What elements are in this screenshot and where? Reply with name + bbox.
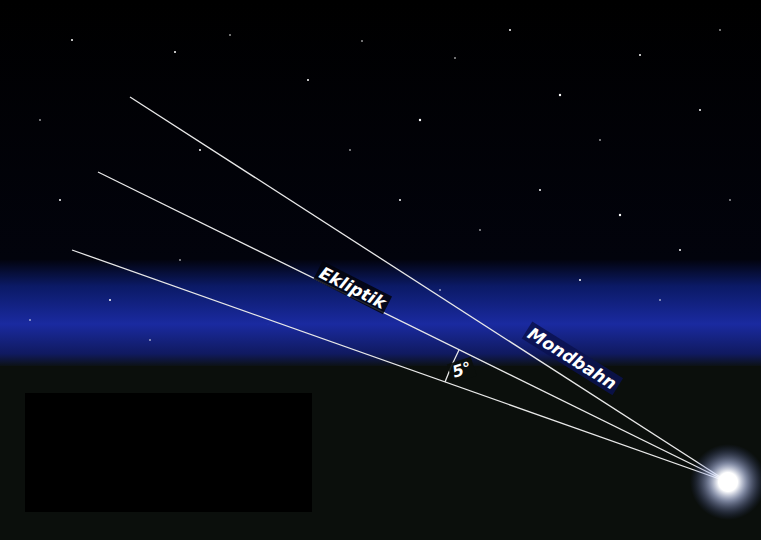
stars — [29, 29, 731, 341]
sun — [690, 444, 761, 520]
orbit-lines — [72, 97, 728, 482]
black-box — [25, 393, 312, 512]
moon-crescent — [208, 262, 274, 347]
moon-crescent — [258, 152, 321, 228]
